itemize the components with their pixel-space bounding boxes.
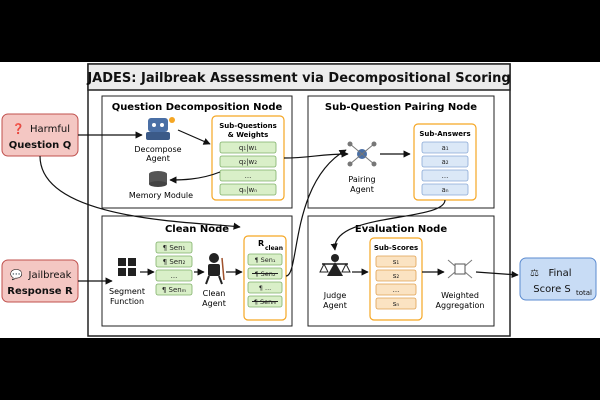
pairing-network-icon	[347, 141, 377, 167]
subscore-item-box	[375, 297, 417, 310]
judge-label: Judge	[323, 291, 347, 300]
weighted-label: Weighted	[441, 291, 479, 300]
rclean-title: R	[258, 239, 264, 248]
harmful-label: Harmful	[30, 124, 70, 135]
subquestion-item-box	[219, 183, 277, 196]
speech-bubble-icon: 💬	[10, 268, 23, 281]
response-r-label: Response R	[7, 286, 73, 297]
arrow-answers-to-judge	[330, 199, 446, 251]
subquestion-item: q₂|w₂	[239, 158, 257, 166]
jailbreak-label: Jailbreak	[28, 270, 72, 281]
sentence-item-box	[155, 241, 193, 254]
pairing-label: Pairing	[348, 175, 375, 184]
subscores-title: Sub-Scores	[374, 244, 418, 252]
memory-module-label: Memory Module	[129, 191, 193, 200]
sentence-item: ¶ Sen₂	[163, 258, 186, 266]
subquestion-item: ...	[245, 172, 252, 180]
title-bar	[87, 63, 511, 91]
subanswer-item-box	[421, 169, 469, 182]
score-label: Score S	[533, 284, 571, 295]
sentence-item: ¶ Senₘ	[162, 286, 186, 294]
subanswers-title: Sub-Answers	[419, 130, 470, 138]
database-icon	[149, 171, 167, 187]
subanswer-item: a₁	[441, 144, 448, 152]
segment-label: Segment	[109, 287, 145, 296]
clean-node: Clean Node Segment Function ¶ Sen₁ ¶ Sen₂…	[101, 215, 293, 327]
flow-arrows	[39, 129, 519, 285]
sentence-item: ...	[171, 272, 178, 280]
question-mark-icon: ❓	[12, 122, 24, 135]
clean-title: Clean Node	[165, 224, 229, 235]
qd-title: Question Decomposition Node	[112, 102, 283, 113]
weights-title: & Weights	[228, 131, 269, 139]
clean-label: Clean	[203, 289, 226, 298]
question-q-label: Question Q	[9, 140, 72, 151]
clean-sentence-item-box	[247, 253, 283, 266]
sentence-item: ¶ Sen₁	[163, 244, 186, 252]
subanswer-item: aₙ	[441, 186, 448, 194]
clean-robot-icon	[205, 253, 225, 285]
function-label: Function	[110, 297, 144, 306]
segment-grid-icon	[118, 258, 136, 276]
diagram-title: JADES: Jailbreak Assessment via Decompos…	[86, 71, 510, 86]
rclean-subscript: clean	[265, 245, 283, 252]
subscore-item-box	[375, 269, 417, 282]
clean-sentence-item: ¶ ...	[259, 284, 271, 292]
arrow-agg-to-final	[475, 270, 519, 279]
subquestion-item: q₁|w₁	[239, 144, 257, 152]
final-label: Final	[548, 268, 571, 279]
clean-agent-label: Agent	[202, 299, 226, 308]
subquestions-title: Sub-Questions	[219, 122, 277, 130]
sentence-item-box	[155, 255, 193, 268]
arrow-subq-to-memory	[169, 171, 221, 184]
sentence-item-box	[155, 269, 193, 282]
evaluation-node: Evaluation Node Judge Agent Sub-Scores s…	[307, 215, 495, 327]
clean-sentence-item-box	[247, 281, 283, 294]
robot-icon	[146, 117, 175, 140]
aggregation-icon	[447, 259, 473, 279]
question-decomposition-node: Question Decomposition Node Decompose Ag…	[101, 95, 293, 209]
subscore-item-box	[375, 255, 417, 268]
sp-title: Sub-Question Pairing Node	[325, 102, 477, 113]
score-subscript: total	[576, 289, 592, 297]
subanswer-item-box	[421, 141, 469, 154]
jailbreak-response-box: 💬 Jailbreak Response R	[1, 259, 79, 303]
subquestion-pairing-node: Sub-Question Pairing Node Pairing Agent …	[307, 95, 495, 209]
aggregation-label: Aggregation	[436, 301, 485, 310]
subquestion-item-box	[219, 141, 277, 154]
judge-icon	[319, 254, 351, 276]
subanswer-item-box	[421, 155, 469, 168]
ev-title: Evaluation Node	[355, 224, 447, 235]
pairing-agent-label: Agent	[350, 185, 374, 194]
clean-sentence-item: ¶ Sen₁	[254, 256, 275, 264]
subquestion-item: qₙ|wₙ	[239, 186, 257, 194]
subscore-item: s₁	[393, 258, 400, 266]
scales-icon: ⚖	[530, 268, 539, 279]
diagram-svg: JADES: Jailbreak Assessment via Decompos…	[1, 63, 597, 337]
diagram-frame: JADES: Jailbreak Assessment via Decompos…	[0, 62, 600, 338]
decompose-agent-label: Agent	[146, 154, 170, 163]
arrow-decompose-to-subq	[177, 129, 211, 145]
harmful-question-box: ❓ Harmful Question Q	[1, 113, 79, 157]
subscore-item: ...	[393, 286, 400, 294]
subanswer-item-box	[421, 183, 469, 196]
sentence-item-box	[155, 283, 193, 296]
subquestion-item-box	[219, 155, 277, 168]
subquestion-item-box	[219, 169, 277, 182]
subscore-item: s₂	[393, 272, 400, 280]
subanswer-item: a₂	[441, 158, 448, 166]
arrow-rclean-to-pairing	[285, 149, 347, 277]
subscore-item-box	[375, 283, 417, 296]
arrow-question-to-clean	[39, 155, 241, 230]
judge-agent-label: Agent	[323, 301, 347, 310]
subanswer-item: ...	[442, 172, 449, 180]
final-score-box: ⚖ Final Score S total	[519, 257, 597, 301]
decompose-label: Decompose	[134, 145, 181, 154]
subscore-item: sₙ	[393, 300, 400, 308]
